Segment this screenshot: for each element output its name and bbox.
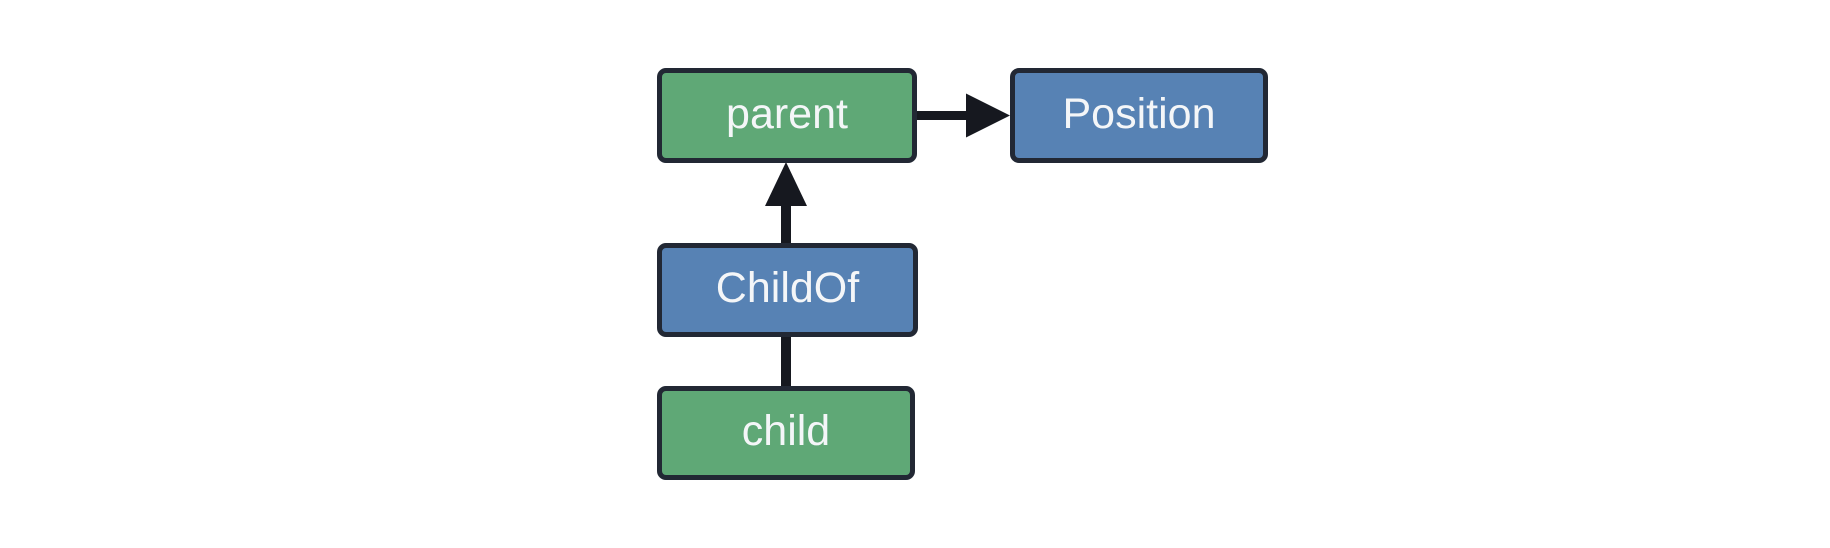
edge-childof-to-parent xyxy=(765,162,807,245)
node-parent: parent xyxy=(657,68,917,163)
node-childof: ChildOf xyxy=(657,243,918,337)
node-childof-label: ChildOf xyxy=(715,264,860,312)
node-child-label: child xyxy=(741,407,831,455)
node-position-label: Position xyxy=(1062,89,1216,138)
node-child: child xyxy=(657,386,915,480)
node-parent-label: parent xyxy=(726,89,848,138)
edge-parent-to-position xyxy=(915,93,1010,138)
node-position: Position xyxy=(1010,68,1268,163)
